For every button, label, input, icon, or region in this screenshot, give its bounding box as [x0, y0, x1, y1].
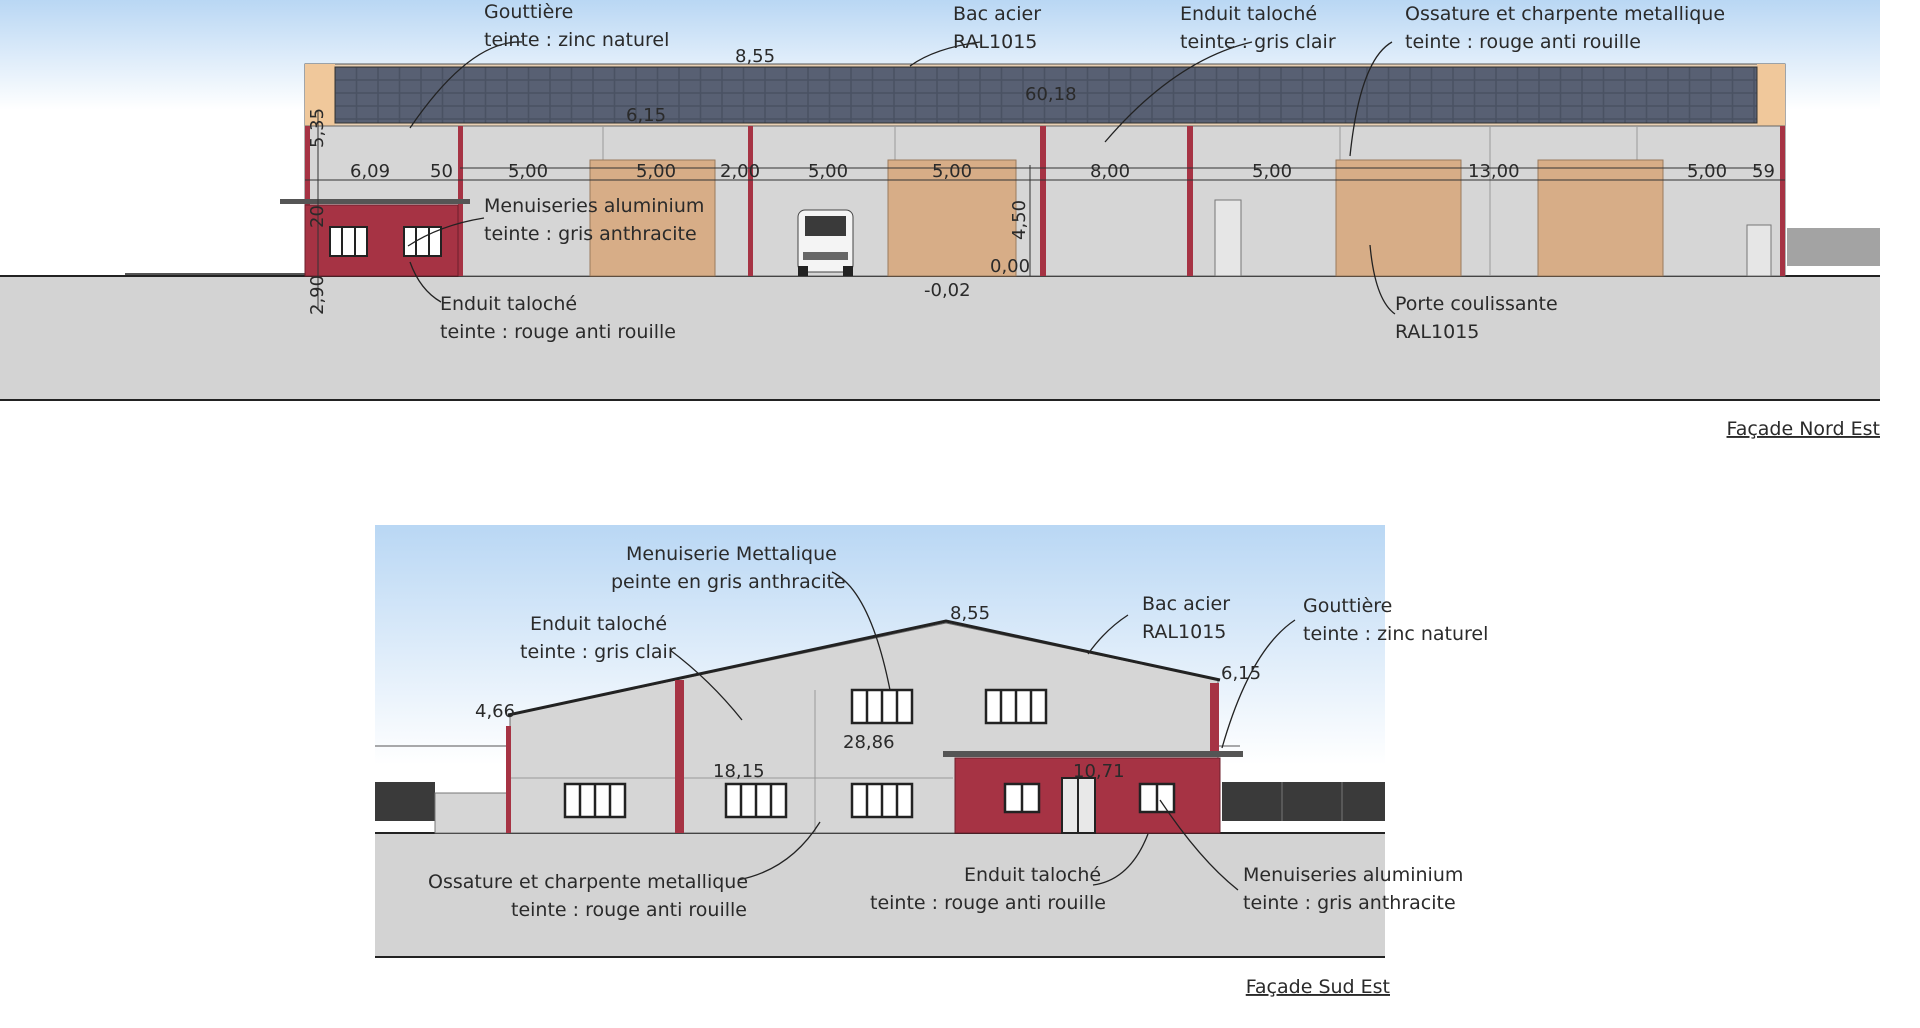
column: [506, 726, 511, 833]
leader-lines: [407, 41, 1396, 315]
label-render-red-color: teinte : rouge anti rouille: [870, 892, 1106, 914]
label-sliding-door-ral: RAL1015: [1395, 321, 1479, 343]
column: [1187, 126, 1193, 276]
dim-left-eave: 4,66: [475, 701, 515, 722]
service-door: [1746, 224, 1772, 277]
sliding-door: [887, 159, 1017, 277]
label-steel-frame-color: teinte : rouge anti rouille: [1405, 31, 1641, 53]
annex-windows: [329, 226, 442, 257]
column: [748, 126, 753, 276]
dim-door: 5,00: [932, 161, 972, 182]
label-sliding-door: Porte coulissante: [1395, 293, 1558, 315]
label-render-grey-color: teinte : gris clair: [1180, 31, 1336, 53]
dim-annex-length: 6,09: [350, 161, 390, 182]
label-steel-frame-color: teinte : rouge anti rouille: [511, 899, 747, 921]
dim-total-length: 60,18: [1025, 84, 1077, 105]
label-render-grey: Enduit taloché: [530, 613, 667, 635]
dim-ridge-height: 8,55: [735, 46, 775, 67]
facade-nord-est: Gouttière teinte : zinc naturel Bac acie…: [0, 0, 1880, 440]
label-render-red-color: teinte : rouge anti rouille: [440, 321, 676, 343]
sliding-door: [589, 159, 716, 277]
annex-canopy: [280, 199, 470, 204]
extension-canopy: [943, 751, 1243, 757]
dim-span: 13,00: [1468, 161, 1520, 182]
dim-span: 8,00: [1090, 161, 1130, 182]
dim-base-height: 2,90: [307, 275, 328, 315]
column: [1040, 126, 1046, 276]
van-illustration: [797, 209, 854, 276]
dim-door: 5,00: [636, 161, 676, 182]
gable-windows: [563, 688, 1176, 819]
label-steel-frame: Ossature et charpente metallique: [428, 871, 748, 893]
dim-bay: 5,00: [1252, 161, 1292, 182]
label-alu-joinery-color: teinte : gris anthracite: [484, 223, 697, 245]
sliding-door: [1537, 159, 1664, 277]
solar-panels: [334, 66, 1758, 124]
dim-left-height: 5,35: [307, 108, 328, 148]
label-metal-joinery: Menuiserie Mettalique: [626, 543, 837, 565]
ridge-end-left: [305, 64, 335, 126]
dim-gap: 50: [430, 161, 453, 182]
label-steel-frame: Ossature et charpente metallique: [1405, 3, 1725, 25]
left-fence: [375, 782, 435, 821]
dim-right-eave: 6,15: [1221, 663, 1261, 684]
leader-lines: [669, 571, 1296, 891]
label-gutter-color: teinte : zinc naturel: [484, 29, 669, 51]
dim-end-gap: 59: [1752, 161, 1775, 182]
label-gutter-color: teinte : zinc naturel: [1303, 623, 1488, 645]
dimension-lines: [305, 110, 1785, 310]
label-render-grey-color: teinte : gris clair: [520, 641, 676, 663]
ridge-end-right: [1757, 64, 1785, 126]
dim-ground-level: -0,02: [924, 280, 971, 301]
dim-door-height: 4,50: [1009, 200, 1030, 240]
roof-line: [507, 619, 1221, 717]
dim-main-width: 18,15: [713, 761, 765, 782]
service-door: [1214, 199, 1242, 277]
label-alu-joinery: Menuiseries aluminium: [484, 195, 704, 217]
label-alu-joinery-color: teinte : gris anthracite: [1243, 892, 1456, 914]
ground: [375, 833, 1385, 957]
label-render-grey: Enduit taloché: [1180, 3, 1317, 25]
label-render-red: Enduit taloché: [964, 864, 1101, 886]
title-facade-nord-est: Façade Nord Est: [1727, 418, 1880, 440]
label-steel-deck-ral: RAL1015: [1142, 621, 1226, 643]
label-render-red: Enduit taloché: [440, 293, 577, 315]
label-metal-joinery-color: peinte en gris anthracite: [611, 571, 846, 593]
label-steel-deck-ral: RAL1015: [953, 31, 1037, 53]
ground: [0, 276, 1880, 400]
label-steel-deck: Bac acier: [953, 3, 1041, 25]
window: [403, 226, 442, 257]
dim-pier: 2,00: [720, 161, 760, 182]
dim-bay: 5,00: [1687, 161, 1727, 182]
sliding-door: [1335, 159, 1462, 277]
adjacent-fence: [1787, 228, 1880, 266]
label-gutter: Gouttière: [1303, 595, 1392, 617]
label-gutter: Gouttière: [484, 1, 573, 23]
label-alu-joinery: Menuiseries aluminium: [1243, 864, 1463, 886]
title-facade-sud-est: Façade Sud Est: [1246, 976, 1390, 998]
dim-annex-height: 20: [307, 205, 328, 228]
column: [675, 680, 684, 833]
left-low-wall: [434, 792, 514, 834]
window: [329, 226, 368, 257]
label-steel-deck: Bac acier: [1142, 593, 1230, 615]
column: [1210, 683, 1219, 751]
right-fence: [1222, 782, 1385, 821]
dim-bay: 5,00: [508, 161, 548, 182]
column: [1780, 126, 1785, 276]
dim-ridge-height: 8,55: [950, 603, 990, 624]
dim-extension-width: 10,71: [1073, 761, 1125, 782]
dim-zero-level: 0,00: [990, 256, 1030, 277]
dim-bay: 5,00: [808, 161, 848, 182]
sliding-doors: [589, 159, 1664, 277]
dim-total-width: 28,86: [843, 732, 895, 753]
facade-sud-est: Menuiserie Mettalique peinte en gris ant…: [375, 525, 1488, 998]
dim-eave-height: 6,15: [626, 105, 666, 126]
